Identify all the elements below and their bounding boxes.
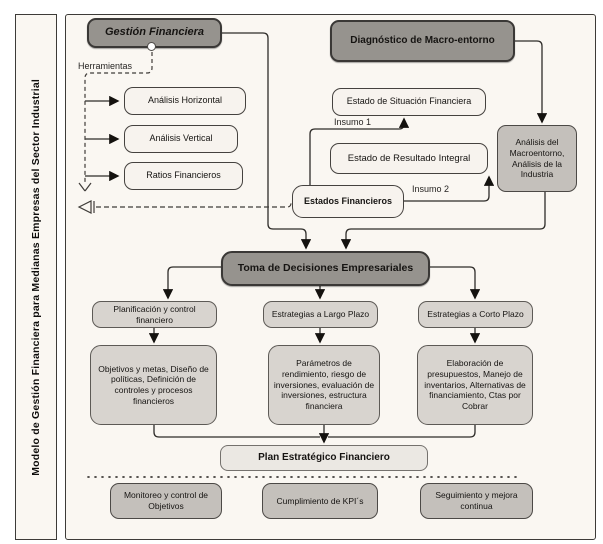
- node-monitoreo-control: Monitoreo y control de Objetivos: [110, 483, 222, 519]
- open-arrowhead-down: [78, 182, 92, 192]
- node-diagnostico-macroentorno-label: Diagnóstico de Macro-entorno: [350, 34, 495, 46]
- node-estrategias-largo-plazo: Estrategias a Largo Plazo: [263, 301, 378, 328]
- connector-elaboracion-merge: [328, 425, 476, 438]
- node-parametros-rendimiento: Parámetros de rendimiento, riesgo de inv…: [268, 345, 380, 425]
- node-planificacion-label: Planificación y control financiero: [113, 303, 196, 325]
- node-estado-resultado-integral: Estado de Resultado Integral: [330, 143, 488, 174]
- node-cumplimiento-kpi-label: Cumplimiento de KPI´s: [276, 495, 364, 506]
- connector-objetivos-merge: [153, 425, 320, 438]
- node-toma-decisiones-label: Toma de Decisiones Empresariales: [237, 261, 414, 274]
- sidebar-frame: Modelo de Gestión Financiera para Median…: [15, 14, 57, 540]
- hollow-arrowhead-left: [77, 200, 92, 214]
- node-gestion-financiera-label: Gestión Financiera: [104, 26, 205, 39]
- node-estado-resultado-label: Estado de Resultado Integral: [347, 152, 471, 164]
- node-ratios-financieros: Ratios Financieros: [124, 162, 243, 190]
- node-seguimiento-mejora: Seguimiento y mejora continua: [420, 483, 533, 519]
- herramientas-label: Herramientas: [78, 61, 133, 71]
- node-analisis-macroentorno-label: Análisis del Macroentorno, Análisis de l…: [509, 137, 565, 180]
- connector-port-circle: [147, 42, 156, 51]
- node-diagnostico-macroentorno: Diagnóstico de Macro-entorno: [330, 20, 515, 62]
- node-estado-situacion-label: Estado de Situación Financiera: [346, 96, 472, 107]
- connector-estados-dashed: [96, 202, 292, 208]
- node-estado-situacion-financiera: Estado de Situación Financiera: [332, 88, 486, 116]
- node-ratios-financieros-label: Ratios Financieros: [146, 170, 221, 181]
- node-plan-estrategico: Plan Estratégico Financiero: [220, 445, 428, 471]
- connector-insumo1: [309, 117, 410, 185]
- node-elaboracion-presupuestos: Elaboración de presupuestos, Manejo de i…: [417, 345, 533, 425]
- connector-macroentorno-to-toma: [340, 192, 546, 250]
- node-elaboracion-label: Elaboración de presupuestos, Manejo de i…: [424, 358, 526, 411]
- node-estrategias-largo-label: Estrategias a Largo Plazo: [271, 309, 370, 320]
- node-objetivos-metas: Objetivos y metas, Diseño de políticas, …: [90, 345, 217, 425]
- node-toma-decisiones: Toma de Decisiones Empresariales: [221, 251, 430, 286]
- node-estrategias-corto-label: Estrategias a Corto Plazo: [427, 309, 524, 320]
- node-seguimiento-label: Seguimiento y mejora continua: [435, 490, 518, 511]
- node-cumplimiento-kpi: Cumplimiento de KPI´s: [262, 483, 378, 519]
- insumo2-label: Insumo 2: [412, 184, 450, 194]
- node-objetivos-metas-label: Objetivos y metas, Diseño de políticas, …: [98, 363, 209, 406]
- node-analisis-horizontal-label: Análisis Horizontal: [147, 95, 223, 106]
- node-parametros-label: Parámetros de rendimiento, riesgo de inv…: [273, 358, 375, 411]
- node-estrategias-corto-plazo: Estrategias a Corto Plazo: [418, 301, 533, 328]
- node-monitoreo-label: Monitoreo y control de Objetivos: [123, 490, 209, 511]
- insumo1-label: Insumo 1: [334, 117, 372, 127]
- connector-diagnostico-to-macroentorno: [515, 40, 548, 124]
- connector-toma-to-planificacion: [162, 266, 221, 300]
- node-plan-estrategico-label: Plan Estratégico Financiero: [258, 451, 390, 463]
- node-analisis-vertical-label: Análisis Vertical: [149, 133, 213, 144]
- node-planificacion-control: Planificación y control financiero: [92, 301, 217, 328]
- connector-toma-to-corto: [430, 266, 481, 300]
- connector-herramientas-dashed: [84, 52, 153, 183]
- node-analisis-horizontal: Análisis Horizontal: [124, 87, 246, 115]
- connector-gestion-to-toma: [222, 32, 312, 250]
- node-analisis-macroentorno-industria: Análisis del Macroentorno, Análisis de l…: [497, 125, 577, 192]
- node-estados-financieros: Estados Financieros: [292, 185, 404, 218]
- connector-insumo2: [403, 175, 495, 202]
- node-analisis-vertical: Análisis Vertical: [124, 125, 238, 153]
- node-estados-financieros-label: Estados Financieros: [303, 195, 393, 206]
